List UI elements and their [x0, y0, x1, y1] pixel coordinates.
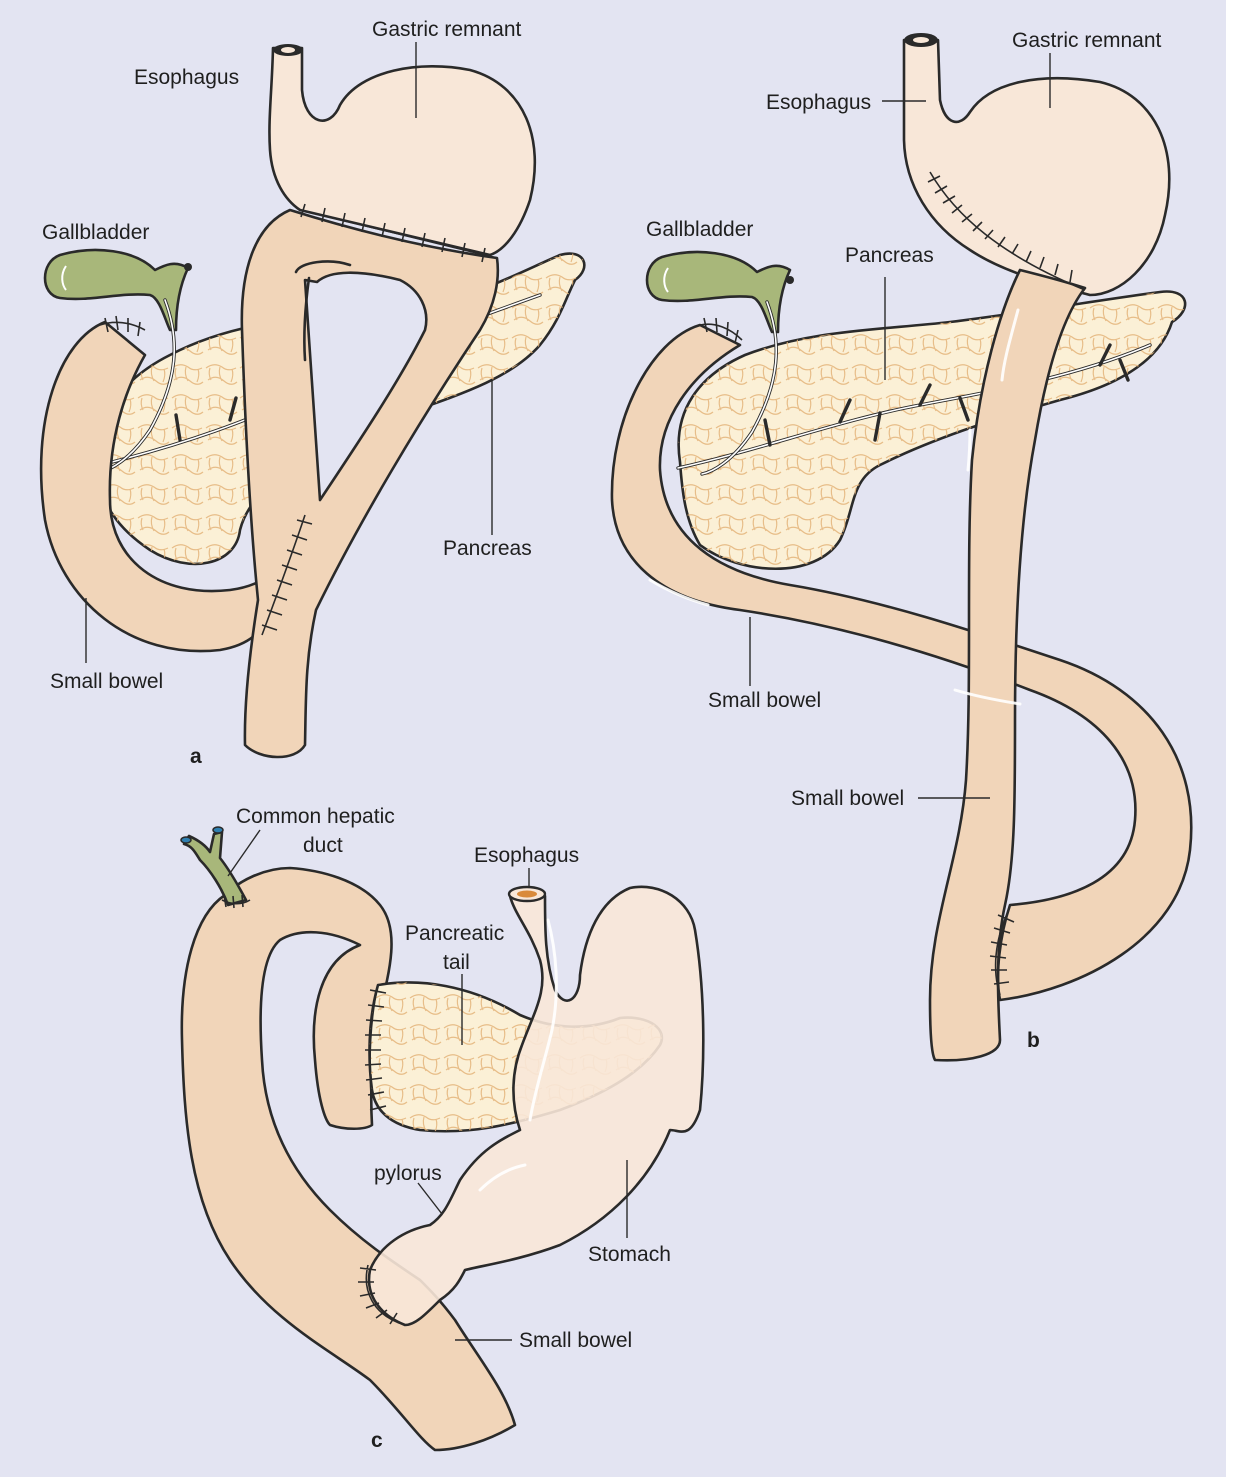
- stomach-c: [367, 885, 705, 1327]
- panel-letter-b: b: [1027, 1029, 1040, 1052]
- roux-limb-a: [240, 208, 500, 759]
- gastric-remnant-b: [902, 38, 1171, 297]
- label-pancreatic-tail-c1: Pancreatic: [405, 922, 504, 945]
- roux-limb-b: [928, 268, 1087, 1062]
- duodenal-stump-sutures-a: [99, 315, 146, 337]
- label-small-bowel-a: Small bowel: [50, 670, 163, 693]
- label-esophagus-b: Esophagus: [766, 91, 871, 114]
- jejunojejunal-anastomosis-a: [261, 514, 313, 636]
- label-gastric-remnant-a: Gastric remnant: [372, 18, 522, 41]
- pancreaticojejunal-anastomosis-c: [364, 984, 387, 1111]
- label-small-bowel-b1: Small bowel: [708, 689, 821, 712]
- gastrojejunal-anastomosis-a: [299, 203, 498, 263]
- panel-b: Esophagus Gastric remnant Gallbladder Pa…: [610, 29, 1193, 1062]
- gastric-remnant-a: [268, 46, 537, 257]
- gallbladder-a: [43, 248, 190, 332]
- label-stomach-c: Stomach: [588, 1243, 671, 1266]
- duodenojejunal-anastomosis-c: [358, 1264, 406, 1326]
- label-esophagus-a: Esophagus: [134, 66, 239, 89]
- label-pancreatic-tail-c2: tail: [443, 951, 470, 974]
- leader-common-hepatic-duct-c: [227, 829, 261, 877]
- label-common-hepatic-duct-c1: Common hepatic: [236, 805, 395, 828]
- label-gallbladder-b: Gallbladder: [646, 218, 753, 241]
- label-pancreas-a: Pancreas: [443, 537, 532, 560]
- panel-c: Common hepatic duct Esophagus Pancreatic…: [180, 805, 705, 1452]
- common-hepatic-duct-c: [182, 830, 248, 907]
- jejunojejunal-anastomosis-b: [989, 911, 1015, 996]
- leader-pylorus-c: [417, 1182, 443, 1215]
- label-gastric-remnant-b: Gastric remnant: [1012, 29, 1162, 52]
- duodenal-stump-sutures-b: [699, 317, 743, 344]
- hepaticojejunal-anastomosis-c: [221, 894, 251, 909]
- panel-a: Esophagus Gastric remnant Gallbladder Pa…: [39, 18, 586, 768]
- label-small-bowel-c: Small bowel: [519, 1329, 632, 1352]
- label-small-bowel-b2: Small bowel: [791, 787, 904, 810]
- label-pancreas-b: Pancreas: [845, 244, 934, 267]
- label-gallbladder-a: Gallbladder: [42, 221, 149, 244]
- label-esophagus-c: Esophagus: [474, 844, 579, 867]
- panel-letter-c: c: [371, 1429, 383, 1452]
- gastrojejunal-anastomosis-b: [927, 171, 1086, 291]
- gallbladder-b: [645, 250, 792, 334]
- label-pylorus-c: pylorus: [374, 1162, 442, 1185]
- label-common-hepatic-duct-c2: duct: [303, 834, 343, 857]
- panel-letter-a: a: [190, 745, 202, 768]
